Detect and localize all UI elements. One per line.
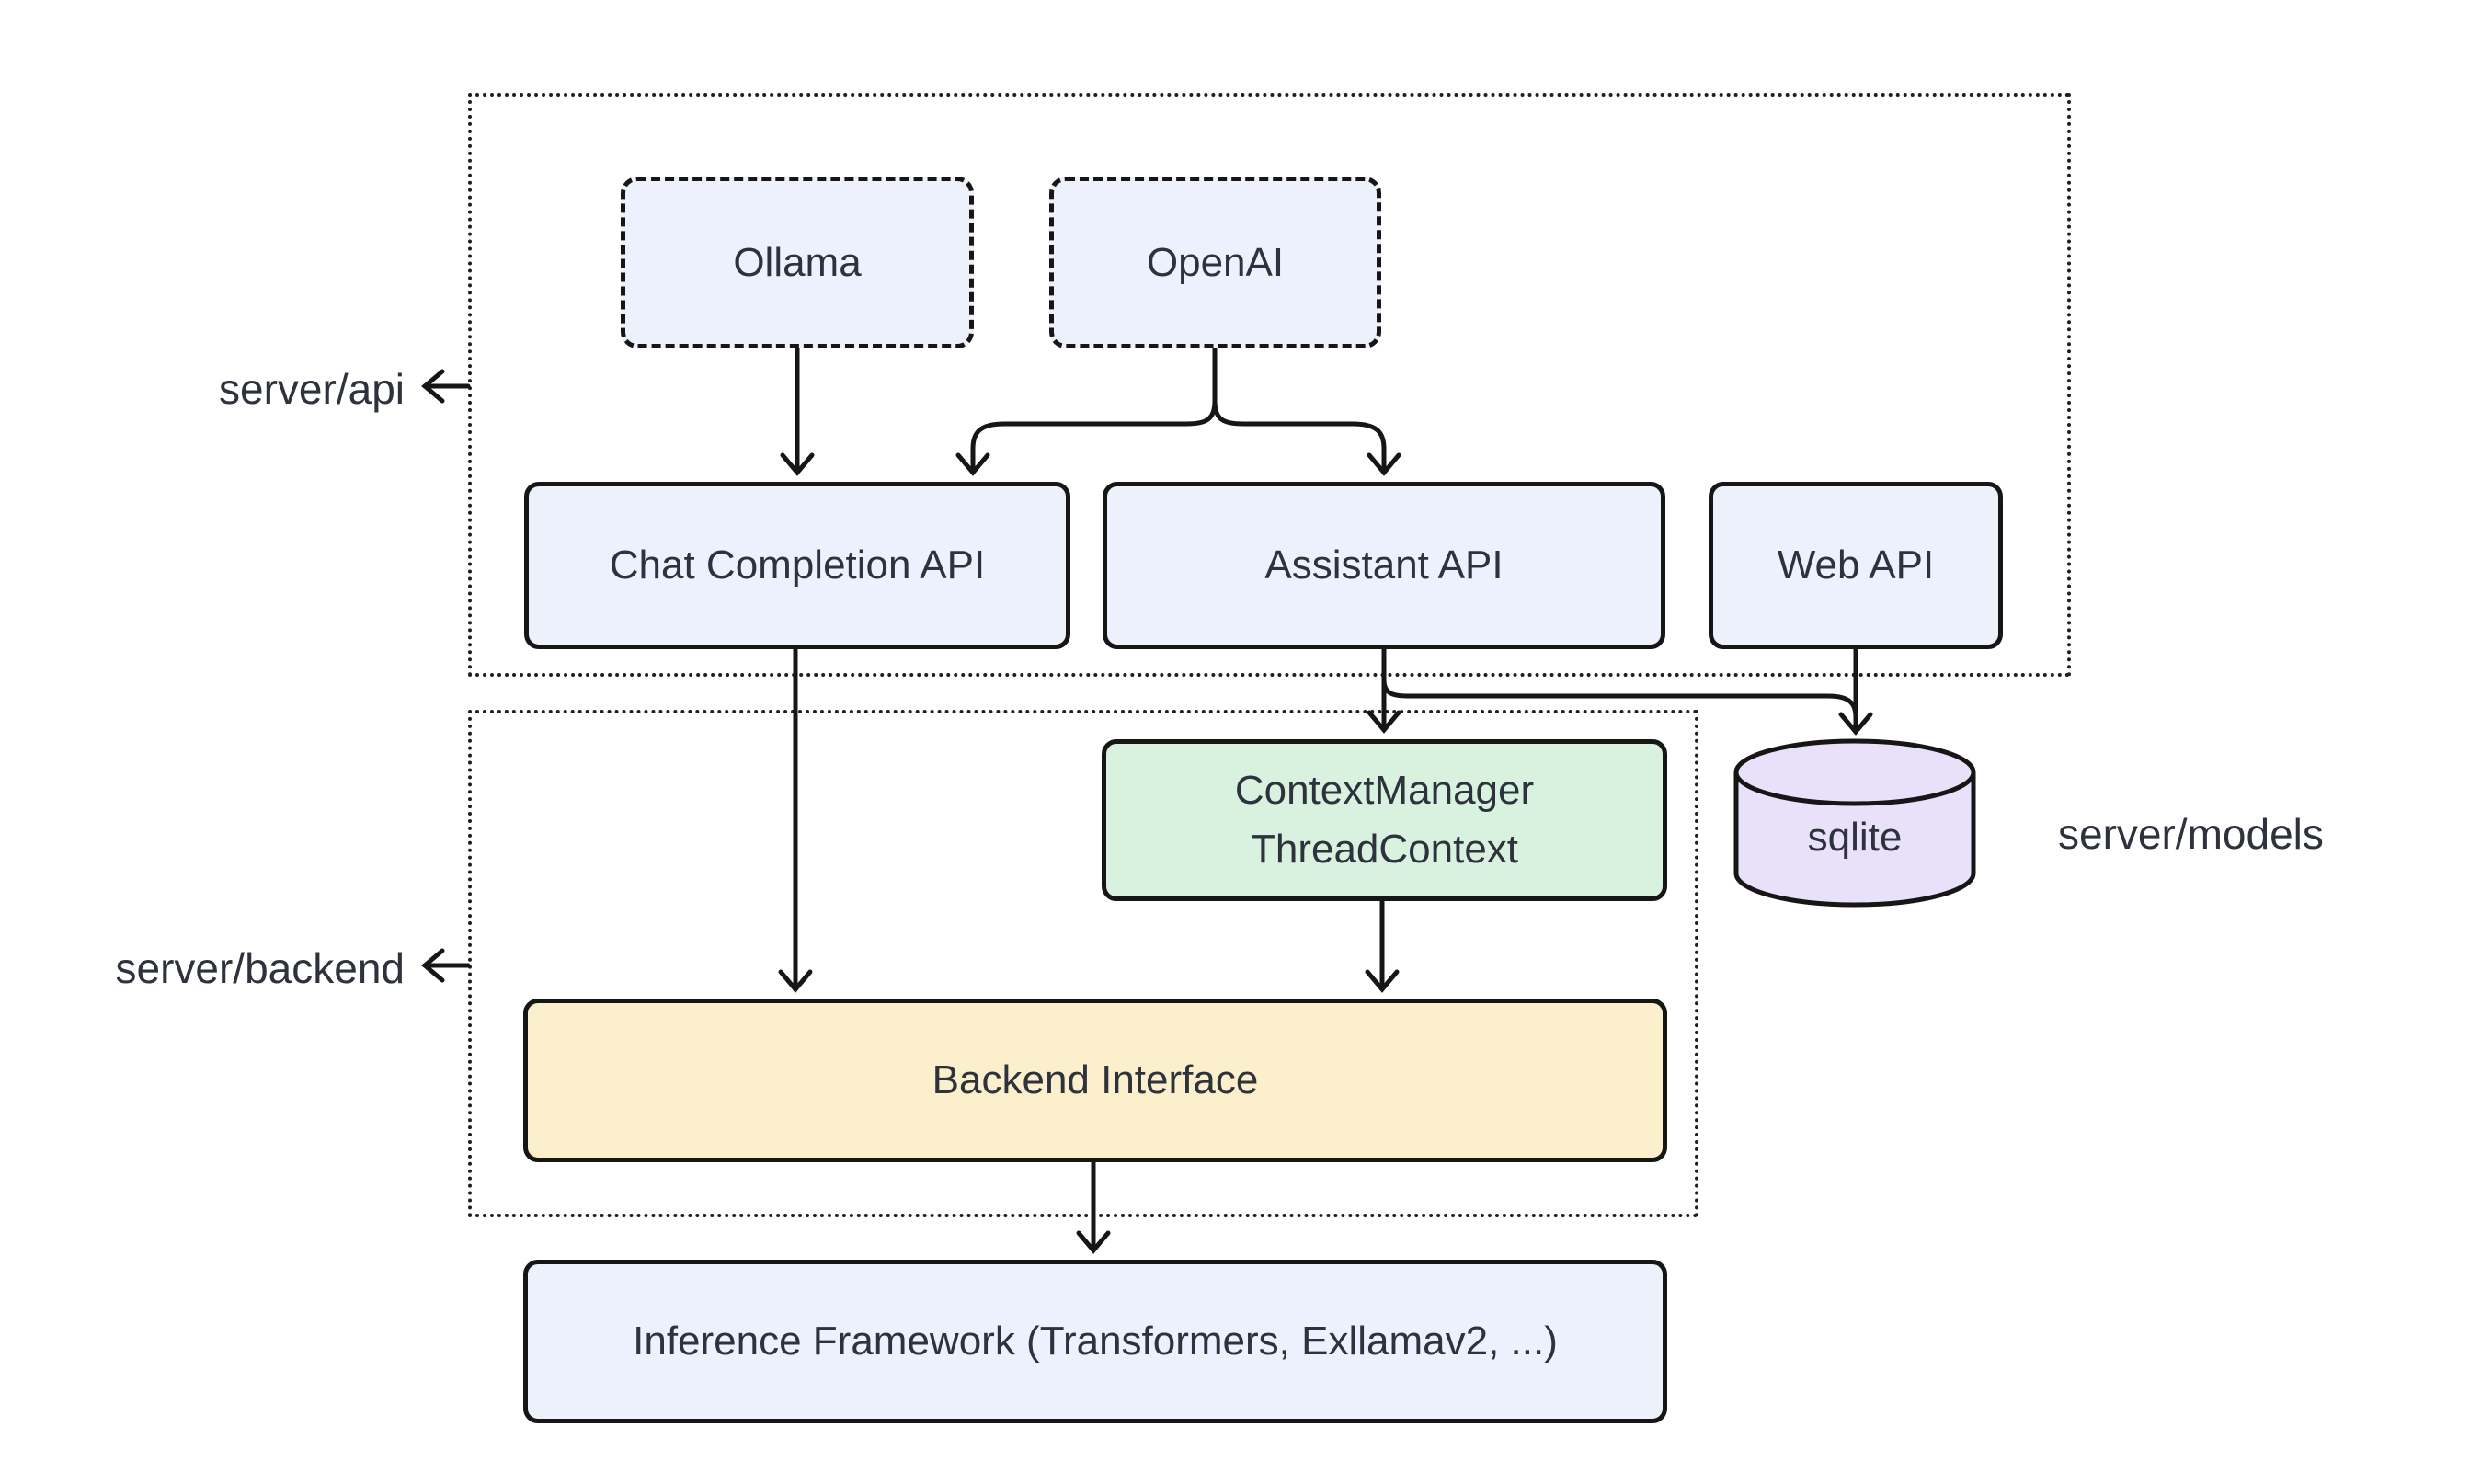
server-models-group-label: server/models: [2058, 810, 2324, 858]
arrow-assistant-to-sqlite-branch: [1381, 678, 1858, 720]
node-ollama: Ollama: [621, 177, 974, 348]
server-api-group-label: server/api: [219, 365, 405, 413]
node-inference-framework: Inference Framework (Transformers, Exlla…: [523, 1260, 1667, 1423]
node-openai-label: OpenAI: [1146, 239, 1285, 285]
node-web-api: Web API: [1709, 482, 2003, 649]
node-ollama-label: Ollama: [733, 239, 862, 285]
node-sqlite-label: sqlite: [1807, 815, 1903, 860]
node-backend-interface: Backend Interface: [523, 999, 1667, 1162]
node-context-manager: ContextManager ThreadContext: [1102, 739, 1667, 901]
arrow-openai-to-chat-completion: [955, 398, 1218, 476]
node-chat-completion-api: Chat Completion API: [524, 482, 1070, 649]
arrow-openai-to-assistant: [1212, 398, 1401, 476]
node-context-manager-label-line1: ContextManager: [1234, 768, 1535, 814]
server-backend-container: [468, 710, 1698, 1217]
node-backend-interface-label: Backend Interface: [932, 1057, 1259, 1103]
node-assistant-api: Assistant API: [1103, 482, 1665, 649]
node-openai: OpenAI: [1049, 177, 1381, 348]
node-inference-framework-label: Inference Framework (Transformers, Exlla…: [633, 1318, 1558, 1364]
node-web-api-label: Web API: [1777, 542, 1935, 588]
sqlite-cylinder: [1733, 738, 1976, 908]
node-context-manager-label-line2: ThreadContext: [1250, 827, 1519, 872]
node-assistant-api-label: Assistant API: [1264, 542, 1504, 588]
node-chat-completion-api-label: Chat Completion API: [609, 542, 986, 588]
server-backend-group-label: server/backend: [115, 944, 406, 992]
